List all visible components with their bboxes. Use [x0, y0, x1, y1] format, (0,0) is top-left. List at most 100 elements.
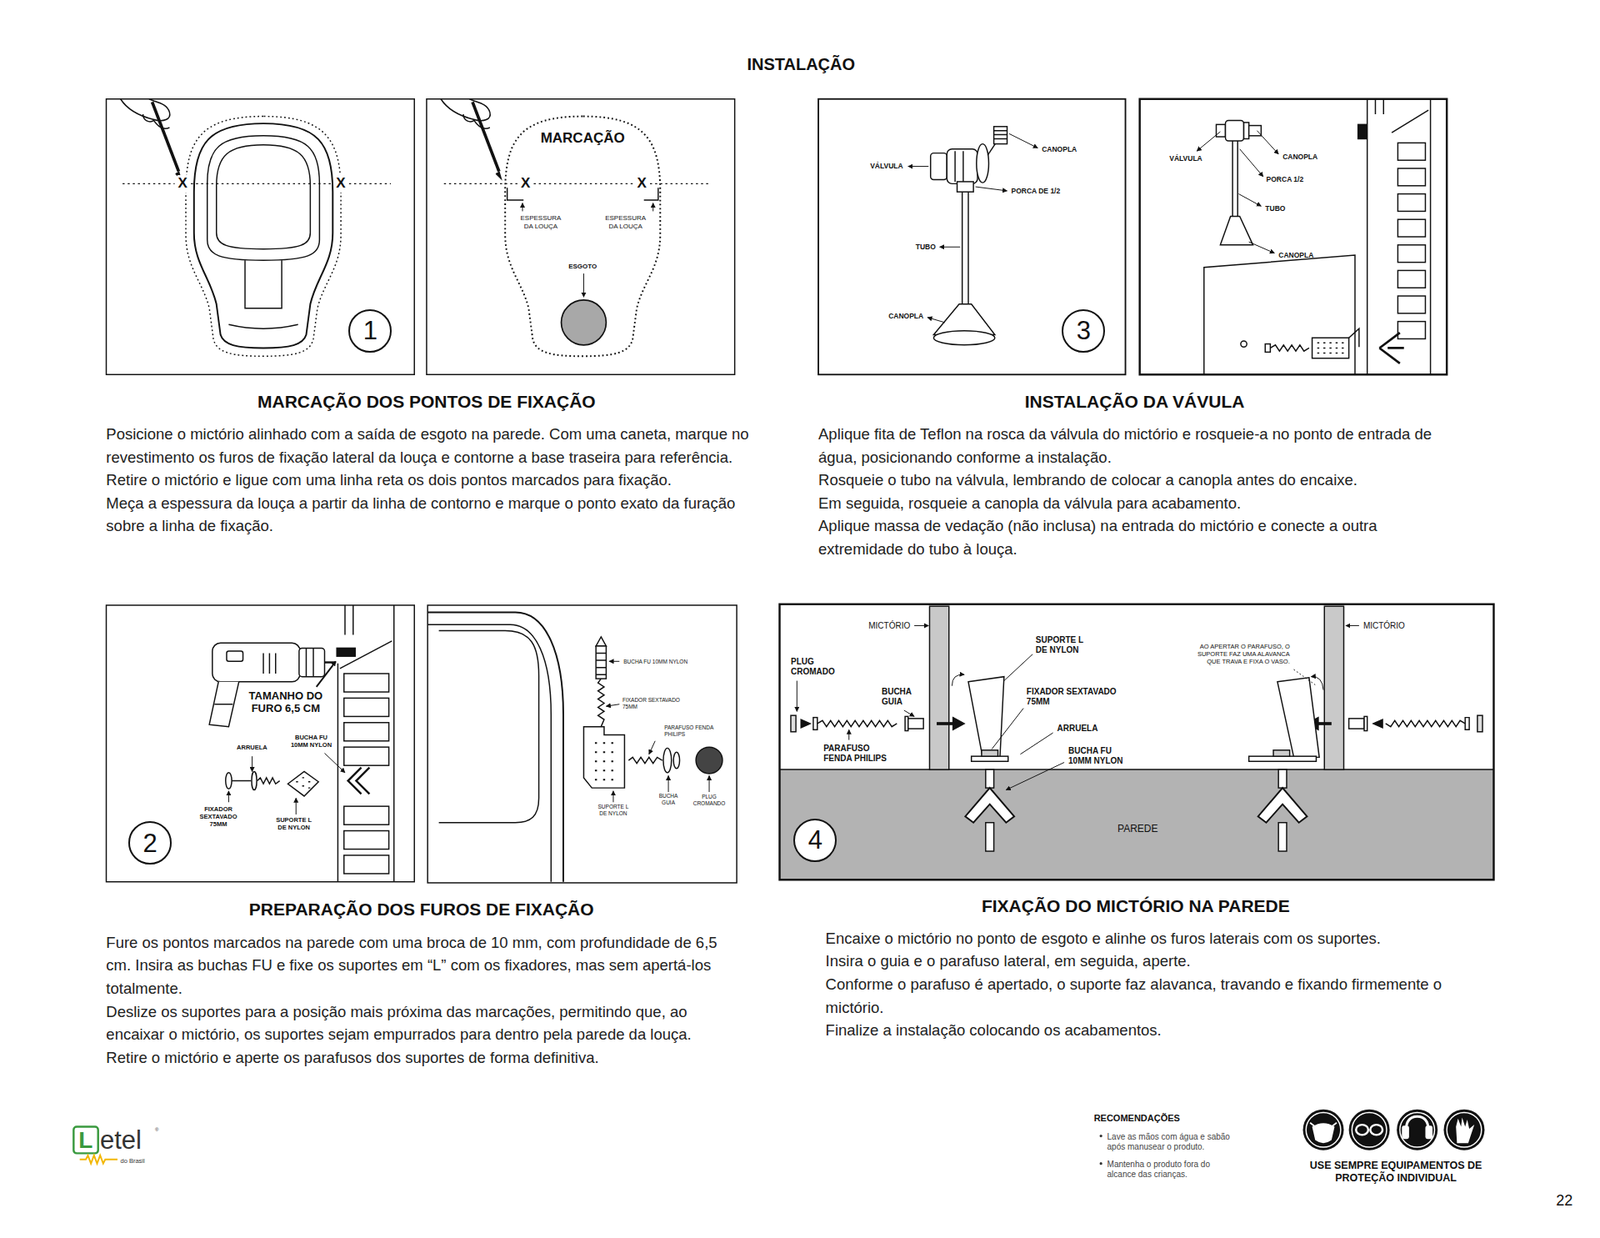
ppe-icon-earmuffs: [1425, 1125, 1433, 1139]
drilling-wall: [251, 771, 257, 790]
bracket-parts: [427, 612, 564, 882]
drilling-wall: [337, 663, 339, 882]
valve-exploded: [994, 126, 1008, 145]
panel-marking-urinal: [207, 135, 320, 260]
drilling-wall: [344, 805, 390, 825]
hand-with-pen: [143, 114, 170, 129]
hand-with-pen: [440, 99, 490, 121]
drilling-wall: [316, 660, 336, 687]
part-label: MICTÓRIO: [868, 620, 910, 631]
valve-installed: [1249, 241, 1275, 253]
part-label: PLUG CROMADO: [790, 656, 841, 677]
bracket-parts: [427, 605, 737, 883]
bracket-parts: [605, 704, 620, 706]
valve-exploded: [954, 150, 955, 182]
valve-exploded: [946, 149, 978, 185]
valve-installed: [1238, 194, 1261, 207]
valve-exploded: [818, 99, 1125, 375]
x-mark: X: [520, 175, 531, 192]
wall-fixing-section: [1324, 605, 1344, 770]
drilling-wall: [225, 772, 232, 790]
page-number: 22: [1555, 1191, 1573, 1210]
panel-marking-outline: [650, 183, 711, 185]
drilling-wall: [106, 605, 415, 882]
part-label: VÁLVULA: [1169, 154, 1203, 163]
wall-fixing-section: [1317, 721, 1332, 725]
panel-marking-urinal: [245, 260, 282, 309]
part-label: TUBO: [915, 242, 936, 251]
bracket-parts: [709, 775, 710, 792]
ppe-icon-earmuffs: [1401, 1125, 1410, 1139]
valve-exploded: [1009, 133, 1038, 148]
part-label: PAREDE: [1117, 822, 1158, 835]
note-item: Mantenha o produto fora do alcance das c…: [1107, 1159, 1241, 1180]
bracket-parts: [595, 653, 606, 675]
wall-fixing-section: [965, 787, 1015, 823]
wall-fixing-section: [796, 680, 798, 712]
part-label: PARAFUSO FENDA PHILIPS: [664, 724, 716, 738]
step-number-circle: 4: [793, 818, 837, 862]
x-mark: X: [636, 175, 648, 192]
bracket-parts: [583, 726, 625, 788]
bracket-parts: [628, 756, 662, 763]
body-paragraph: Aplique fita de Teflon na rosca da válvu…: [818, 422, 1446, 469]
hand-with-pen: [152, 101, 180, 171]
part-label: AO APERTAR O PARAFUSO, O SUPORTE FAZ UMA…: [1183, 642, 1290, 665]
part-label: FIXADOR SEXTAVADO 75MM: [1026, 686, 1123, 707]
wall-fixing-section: [1373, 719, 1383, 728]
body-paragraph: Finalize a instalação colocando os acaba…: [825, 1018, 1457, 1042]
x-mark: X: [177, 175, 189, 192]
part-label: ESPESSURA DA LOUÇA: [517, 214, 564, 230]
drilling-wall: [231, 780, 251, 781]
part-label: ARRUELA: [1057, 723, 1099, 734]
drilling-wall: [344, 746, 390, 765]
wall-fixing-section: [936, 721, 955, 725]
valve-installed: [1379, 332, 1404, 364]
part-label: CANOPLA: [1041, 145, 1077, 154]
body-paragraph: Rosqueie o tubo na válvula, lembrando de…: [818, 468, 1446, 492]
valve-installed: [1397, 194, 1425, 212]
footer-decoration: [1100, 1161, 1103, 1165]
valve-exploded: [976, 144, 990, 184]
wall-fixing-section: [1349, 718, 1365, 729]
bracket-parts: [695, 746, 723, 774]
ppe-icon-goggles: [1351, 1111, 1387, 1147]
wall-fixing-section: [813, 717, 818, 730]
valve-installed: [1220, 216, 1253, 245]
valve-exploded: [987, 142, 996, 155]
panel-marking-outline: [426, 99, 735, 375]
ppe-icon-gloves: [1443, 1109, 1485, 1150]
part-label: ESPESSURA DA LOUÇA: [602, 214, 649, 230]
part-label: SUPORTE L DE NYLON: [1035, 635, 1093, 655]
valve-installed: [1249, 125, 1262, 136]
wall-fixing-section: [904, 710, 915, 716]
valve-installed: [1397, 168, 1425, 186]
drilling-wall: [295, 797, 297, 815]
text-column: Fure os pontos marcados na parede com um…: [105, 930, 744, 1070]
valve-installed: [1317, 342, 1345, 353]
part-label: PORCA 1/2: [1266, 175, 1305, 184]
valve-installed: [1236, 140, 1238, 217]
wall-fixing-section: [800, 719, 810, 728]
drilling-wall: [345, 605, 354, 635]
wall-fixing-section: [953, 717, 965, 730]
drilling-wall: [325, 752, 345, 772]
panel-marking-outline: [561, 300, 607, 345]
bracket-parts: [598, 678, 605, 727]
bracket-parts: [595, 636, 606, 646]
valve-exploded: [818, 99, 1125, 375]
valve-installed: [1225, 120, 1245, 140]
drilling-wall: [344, 722, 390, 741]
part-label: BUCHA FU 10MM NYLON: [1068, 745, 1131, 766]
ppe-icon-mask: [1305, 1111, 1341, 1147]
wall-fixing-section: [1005, 762, 1065, 790]
logo-registered: ®: [155, 1126, 159, 1133]
drill: [209, 681, 240, 727]
panel-marking-urinal: [106, 99, 415, 375]
ppe-icon-goggles: [1349, 1109, 1390, 1150]
body-paragraph: Deslize os suportes para a posição mais …: [105, 1000, 744, 1046]
panel-marking-outline: [533, 183, 634, 185]
logo-subtitle: do Brasil: [120, 1156, 145, 1165]
wall-fixing-section: [951, 674, 965, 686]
part-label: TAMANHO DO FURO 6,5 CM: [239, 689, 333, 715]
